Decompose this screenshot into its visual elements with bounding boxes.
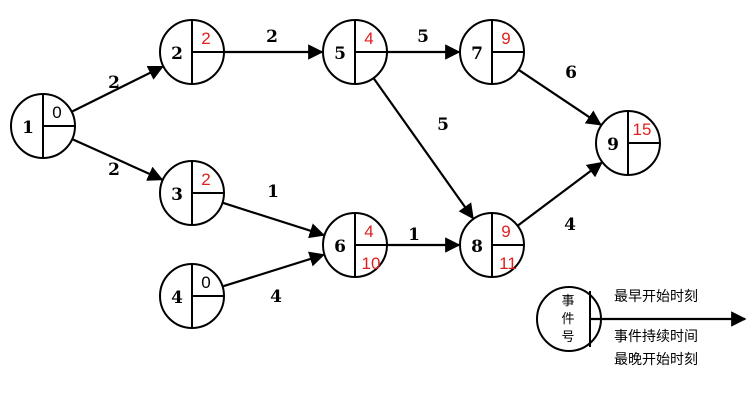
- node-earliest-start: 4: [364, 222, 373, 241]
- node-earliest-start: 9: [501, 222, 510, 241]
- node-id: 8: [471, 237, 483, 257]
- event-node-5: 54: [322, 19, 388, 85]
- event-node-8: 89 11: [459, 212, 525, 278]
- edge-label-7-9: 6: [565, 63, 577, 83]
- event-node-7: 79: [459, 19, 525, 85]
- event-node-2: 22: [159, 19, 225, 85]
- node-earliest-start: 2: [201, 170, 210, 189]
- node-id: 6: [334, 237, 346, 257]
- node-id: 4: [171, 288, 183, 308]
- node-latest-start: 11: [499, 254, 517, 273]
- edge-label-4-6: 4: [270, 287, 282, 307]
- node-earliest-start: 2: [201, 29, 210, 48]
- edge-label-6-8: 1: [408, 225, 420, 245]
- event-node-9: 9 15: [595, 110, 661, 176]
- event-node-6: 64 10: [322, 212, 388, 278]
- event-node-1: 10: [10, 93, 76, 159]
- edge-4-6: [222, 251, 325, 288]
- edge-label-2-5: 2: [266, 27, 278, 47]
- edge-8-9: [516, 161, 603, 227]
- node-id: 7: [471, 44, 483, 64]
- edge-7-9: [517, 68, 602, 126]
- node-earliest-start: 15: [633, 120, 652, 139]
- edge-1-3: [71, 138, 164, 181]
- node-earliest-start: 0: [201, 273, 210, 292]
- edge-1-2: [71, 65, 164, 113]
- node-earliest-start: 9: [501, 29, 510, 48]
- node-id: 3: [171, 185, 183, 205]
- edges-layer: [71, 44, 603, 288]
- node-id: 9: [607, 135, 619, 155]
- legend-node-char-3: 号: [561, 330, 574, 345]
- event-node-4: 40: [159, 263, 225, 329]
- legend-latest-start: 最晚开始时刻: [614, 352, 698, 368]
- edge-label-8-9: 4: [564, 215, 576, 235]
- legend: 事 件 号 最早开始时刻 事件持续时间 最晚开始时刻: [536, 286, 747, 368]
- node-latest-start: 10: [362, 254, 381, 273]
- legend-duration: 事件持续时间: [614, 328, 698, 345]
- node-id: 5: [334, 44, 346, 64]
- node-earliest-start: 0: [52, 103, 61, 122]
- edge-label-5-7: 5: [417, 27, 429, 47]
- edge-5-8: [372, 77, 474, 220]
- edge-label-1-2: 2: [108, 73, 120, 93]
- legend-earliest-start: 最早开始时刻: [614, 289, 698, 305]
- event-node-3: 32: [159, 160, 225, 226]
- node-earliest-start: 4: [364, 29, 373, 48]
- legend-node-char-1: 事: [561, 294, 574, 309]
- edge-label-1-3: 2: [108, 160, 120, 180]
- node-id: 1: [22, 118, 34, 138]
- edge-label-5-8: 5: [437, 115, 449, 135]
- node-id: 2: [171, 44, 183, 64]
- edge-3-6: [222, 201, 326, 239]
- legend-node-char-2: 件: [561, 312, 574, 327]
- edge-label-3-6: 1: [267, 182, 279, 202]
